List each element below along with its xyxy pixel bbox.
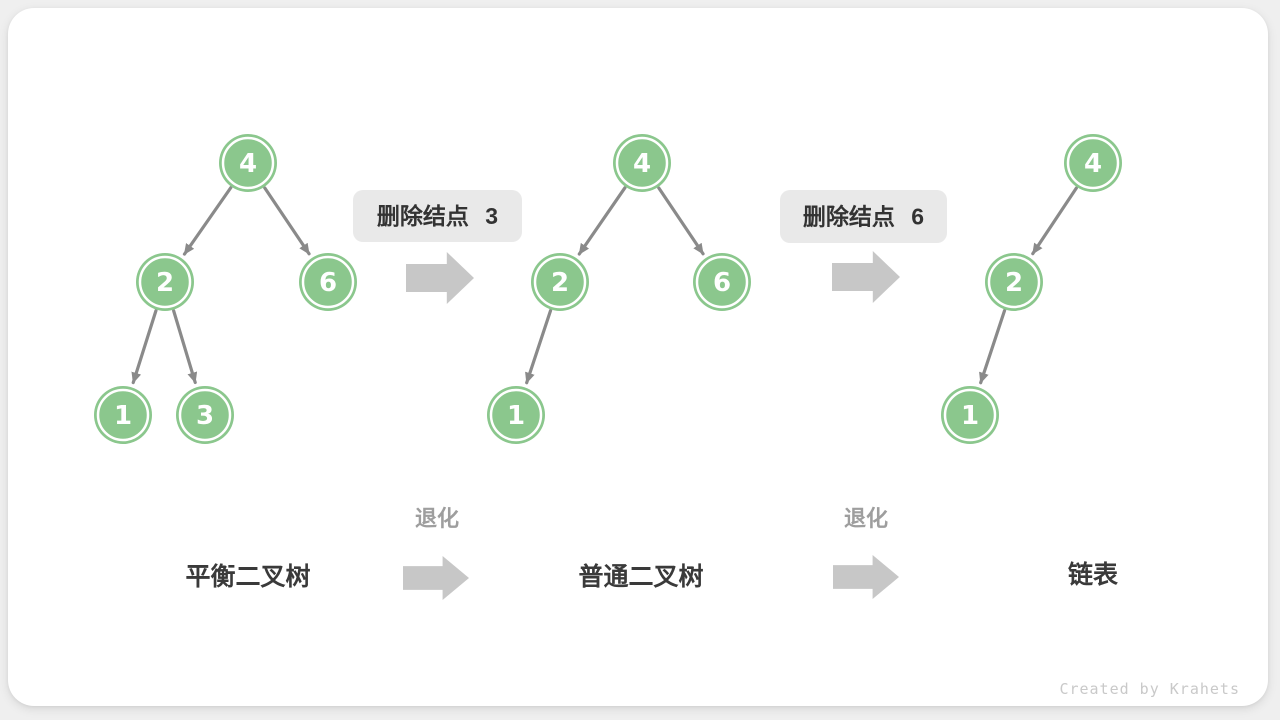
- node-ring: [943, 388, 997, 442]
- diagram-card: [8, 8, 1268, 706]
- node-ring: [1066, 136, 1120, 190]
- tree-edge-arrow: [131, 309, 158, 385]
- node-value: 2: [156, 268, 174, 298]
- node-ring: [221, 136, 275, 190]
- degrade-arrow-icon: [403, 556, 469, 600]
- node-circle: [487, 386, 545, 444]
- node-ring: [533, 255, 587, 309]
- transition-arrow-icon: [406, 252, 474, 304]
- node-circle: [94, 386, 152, 444]
- tree-node: 4: [1064, 134, 1122, 192]
- tree-caption: 链表: [1068, 560, 1119, 589]
- node-circle: [693, 253, 751, 311]
- degrade-label: 退化: [844, 506, 888, 531]
- tree-edge-arrow: [577, 186, 627, 256]
- node-circle: [985, 253, 1043, 311]
- node-ring: [615, 136, 669, 190]
- degrade-label: 退化: [415, 506, 459, 531]
- node-ring: [96, 388, 150, 442]
- delete-label: 删除结点 6: [803, 204, 924, 230]
- tree-node: 2: [531, 253, 589, 311]
- tree-caption: 平衡二叉树: [185, 562, 310, 591]
- tree-node: 1: [941, 386, 999, 444]
- delete-transition: 删除结点 3: [353, 190, 522, 242]
- node-value: 4: [1084, 149, 1102, 179]
- watermark: Created by Krahets: [1059, 680, 1240, 698]
- node-value: 6: [319, 268, 337, 298]
- node-circle: [299, 253, 357, 311]
- tree-node: 1: [94, 386, 152, 444]
- delete-transition: 删除结点 6: [780, 190, 947, 243]
- balanced-binary-tree: 4 2 6 1 3 平衡二叉树: [94, 134, 357, 591]
- node-ring: [695, 255, 749, 309]
- tree-node: 1: [487, 386, 545, 444]
- linked-list: 4 2 1 链表: [941, 134, 1122, 589]
- node-value: 1: [507, 401, 525, 431]
- tree-node: 6: [693, 253, 751, 311]
- node-ring: [301, 255, 355, 309]
- tree-node: 4: [219, 134, 277, 192]
- tree-edge-arrow: [182, 186, 233, 256]
- node-value: 6: [713, 268, 731, 298]
- tree-edge-arrow: [979, 308, 1007, 385]
- node-circle: [176, 386, 234, 444]
- node-circle: [613, 134, 671, 192]
- delete-label-box: [353, 190, 522, 242]
- node-circle: [941, 386, 999, 444]
- tree-edge-arrow: [525, 308, 553, 385]
- delete-label-box: [780, 190, 947, 243]
- tree-node: 3: [176, 386, 234, 444]
- transition-arrow-icon: [832, 251, 900, 303]
- node-circle: [136, 253, 194, 311]
- delete-label: 删除结点 3: [377, 203, 498, 229]
- tree-node: 4: [613, 134, 671, 192]
- node-ring: [987, 255, 1041, 309]
- node-circle: [1064, 134, 1122, 192]
- tree-node: 2: [985, 253, 1043, 311]
- node-circle: [219, 134, 277, 192]
- tree-node: 2: [136, 253, 194, 311]
- node-value: 2: [1005, 268, 1023, 298]
- ordinary-binary-tree: 4 2 6 1 普通二叉树: [487, 134, 751, 591]
- node-ring: [489, 388, 543, 442]
- tree-edge-arrow: [172, 309, 198, 385]
- degrade-arrow-icon: [833, 555, 899, 599]
- node-value: 4: [633, 149, 651, 179]
- tree-node: 6: [299, 253, 357, 311]
- tree-edge-arrow: [1031, 186, 1079, 256]
- node-value: 2: [551, 268, 569, 298]
- node-value: 4: [239, 149, 257, 179]
- node-value: 1: [961, 401, 979, 431]
- tree-edge-arrow: [263, 186, 311, 256]
- tree-caption: 普通二叉树: [578, 562, 703, 591]
- node-ring: [178, 388, 232, 442]
- node-value: 3: [196, 401, 214, 431]
- node-value: 1: [114, 401, 132, 431]
- node-ring: [138, 255, 192, 309]
- tree-edge-arrow: [657, 186, 705, 256]
- node-circle: [531, 253, 589, 311]
